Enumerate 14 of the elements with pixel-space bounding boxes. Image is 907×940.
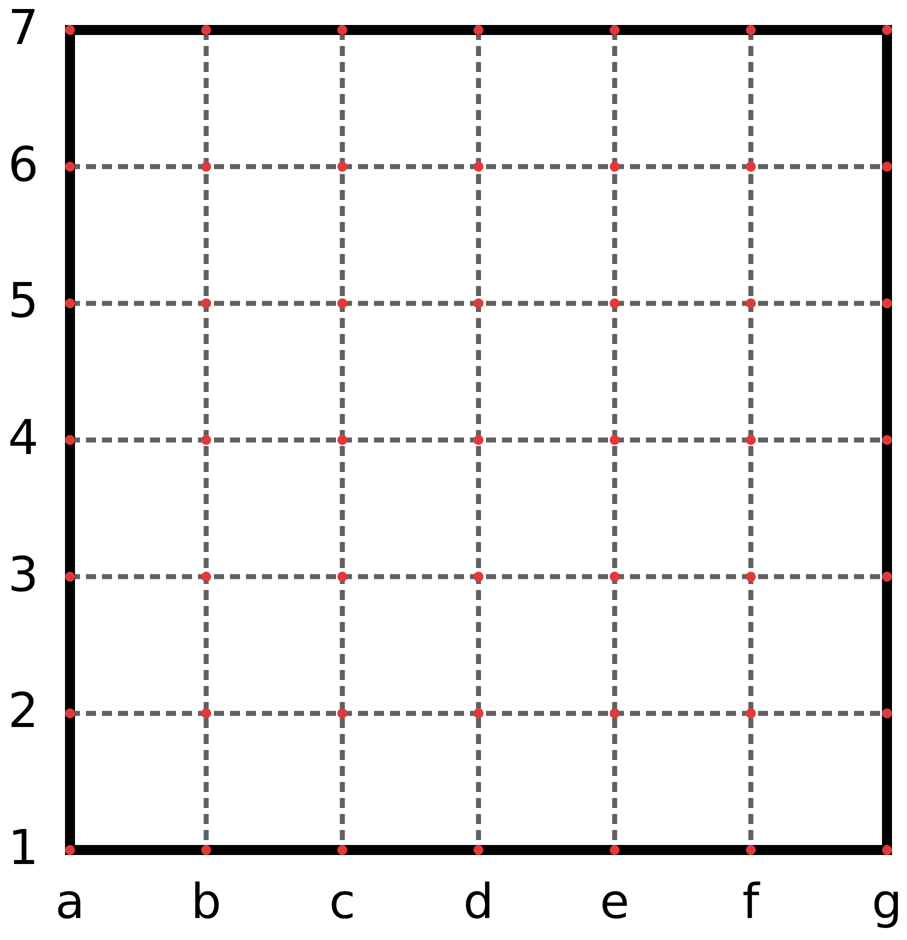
row-number: 2 [8, 687, 39, 736]
column-letter: f [742, 878, 760, 926]
column-letter: b [190, 878, 222, 926]
row-number: 5 [8, 277, 39, 326]
column-letter: g [872, 878, 902, 926]
row-number: 7 [8, 4, 39, 52]
column-letter: d [463, 878, 494, 926]
row-number: 6 [8, 140, 39, 189]
row-number: 1 [8, 824, 39, 872]
column-letter: e [600, 878, 630, 926]
row-number: 4 [8, 414, 39, 462]
column-letter: a [55, 878, 85, 926]
column-letter: c [329, 878, 356, 926]
row-number: 3 [8, 550, 39, 599]
